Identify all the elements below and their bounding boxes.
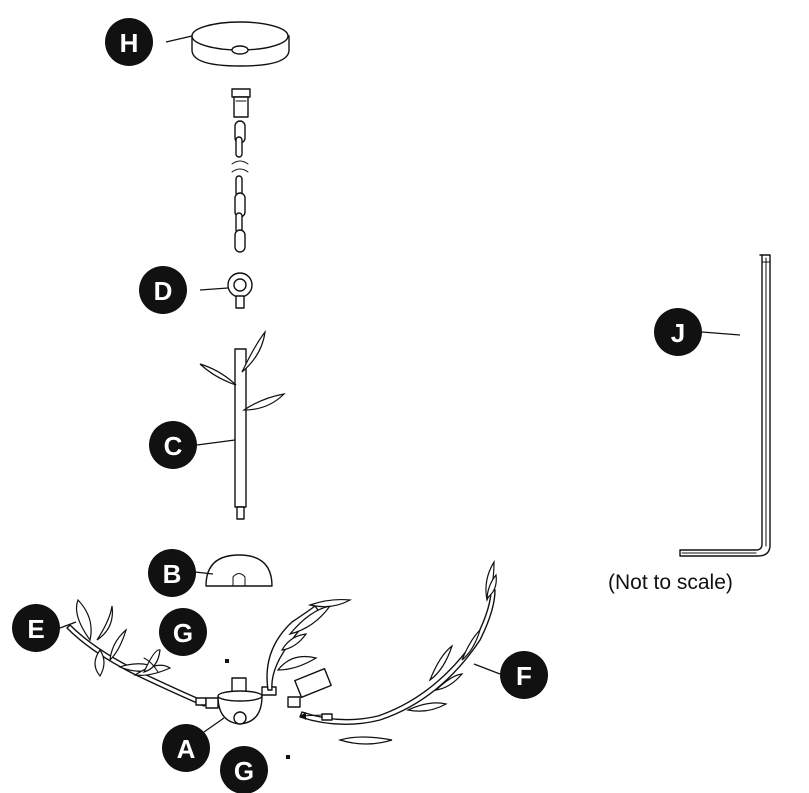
svg-text:G: G	[234, 756, 254, 786]
part-label-g-upper: G	[159, 608, 207, 656]
stem-part	[199, 329, 286, 520]
svg-text:F: F	[516, 661, 532, 691]
loop-part	[227, 272, 253, 309]
right-arm-leader	[473, 663, 501, 675]
hex-key-part	[679, 254, 771, 557]
stem-leader	[196, 439, 236, 446]
chain-assembly	[231, 88, 251, 253]
part-label-e: E	[12, 604, 60, 652]
cap-part	[205, 554, 273, 587]
left-arm-part	[66, 598, 207, 707]
right-arm-part	[266, 559, 497, 745]
canopy-leader	[165, 35, 193, 43]
part-label-a: A	[162, 724, 210, 772]
svg-text:B: B	[163, 559, 182, 589]
svg-text:C: C	[164, 431, 183, 461]
not-to-scale-note: (Not to scale)	[608, 571, 733, 594]
loop-leader	[199, 287, 229, 291]
svg-text:D: D	[154, 276, 173, 306]
center-body-leader	[203, 717, 225, 733]
part-label-d: D	[139, 266, 187, 314]
svg-text:G: G	[173, 618, 193, 648]
svg-text:J: J	[671, 318, 685, 348]
center-body-part	[205, 677, 277, 725]
part-label-c: C	[149, 421, 197, 469]
cap-leader	[194, 571, 214, 575]
svg-text:E: E	[27, 614, 44, 644]
canopy-part	[191, 21, 290, 67]
svg-text:A: A	[177, 734, 196, 764]
part-label-j: J	[654, 308, 702, 356]
screw-lower	[286, 755, 290, 759]
hex-key-leader	[701, 331, 741, 336]
part-label-f: F	[500, 651, 548, 699]
part-label-b: B	[148, 549, 196, 597]
svg-text:H: H	[120, 28, 139, 58]
part-label-g-lower: G	[220, 746, 268, 793]
left-arm-leader	[59, 621, 77, 629]
part-label-h: H	[105, 18, 153, 66]
screw-upper	[225, 659, 229, 663]
